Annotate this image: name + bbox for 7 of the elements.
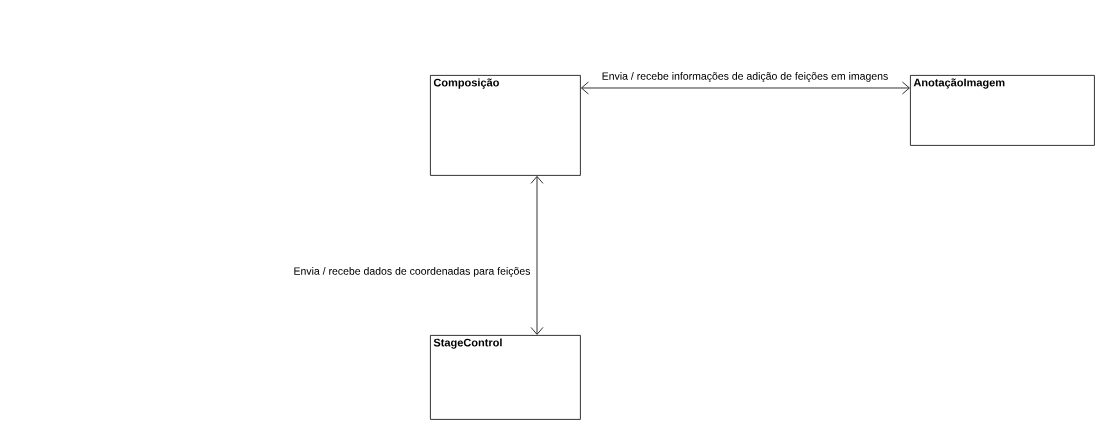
class-box: AnotaçãoImagem: [910, 75, 1095, 146]
edge-label: Envia / recebe dados de coordenadas para feições: [294, 267, 531, 277]
edge-label: Envia / recebe informações de adição de feições em imagens: [602, 72, 888, 82]
class-box: StageControl: [430, 335, 581, 420]
class-box: Composição: [430, 75, 581, 176]
arrow: [530, 176, 544, 335]
arrow: [581, 81, 910, 95]
